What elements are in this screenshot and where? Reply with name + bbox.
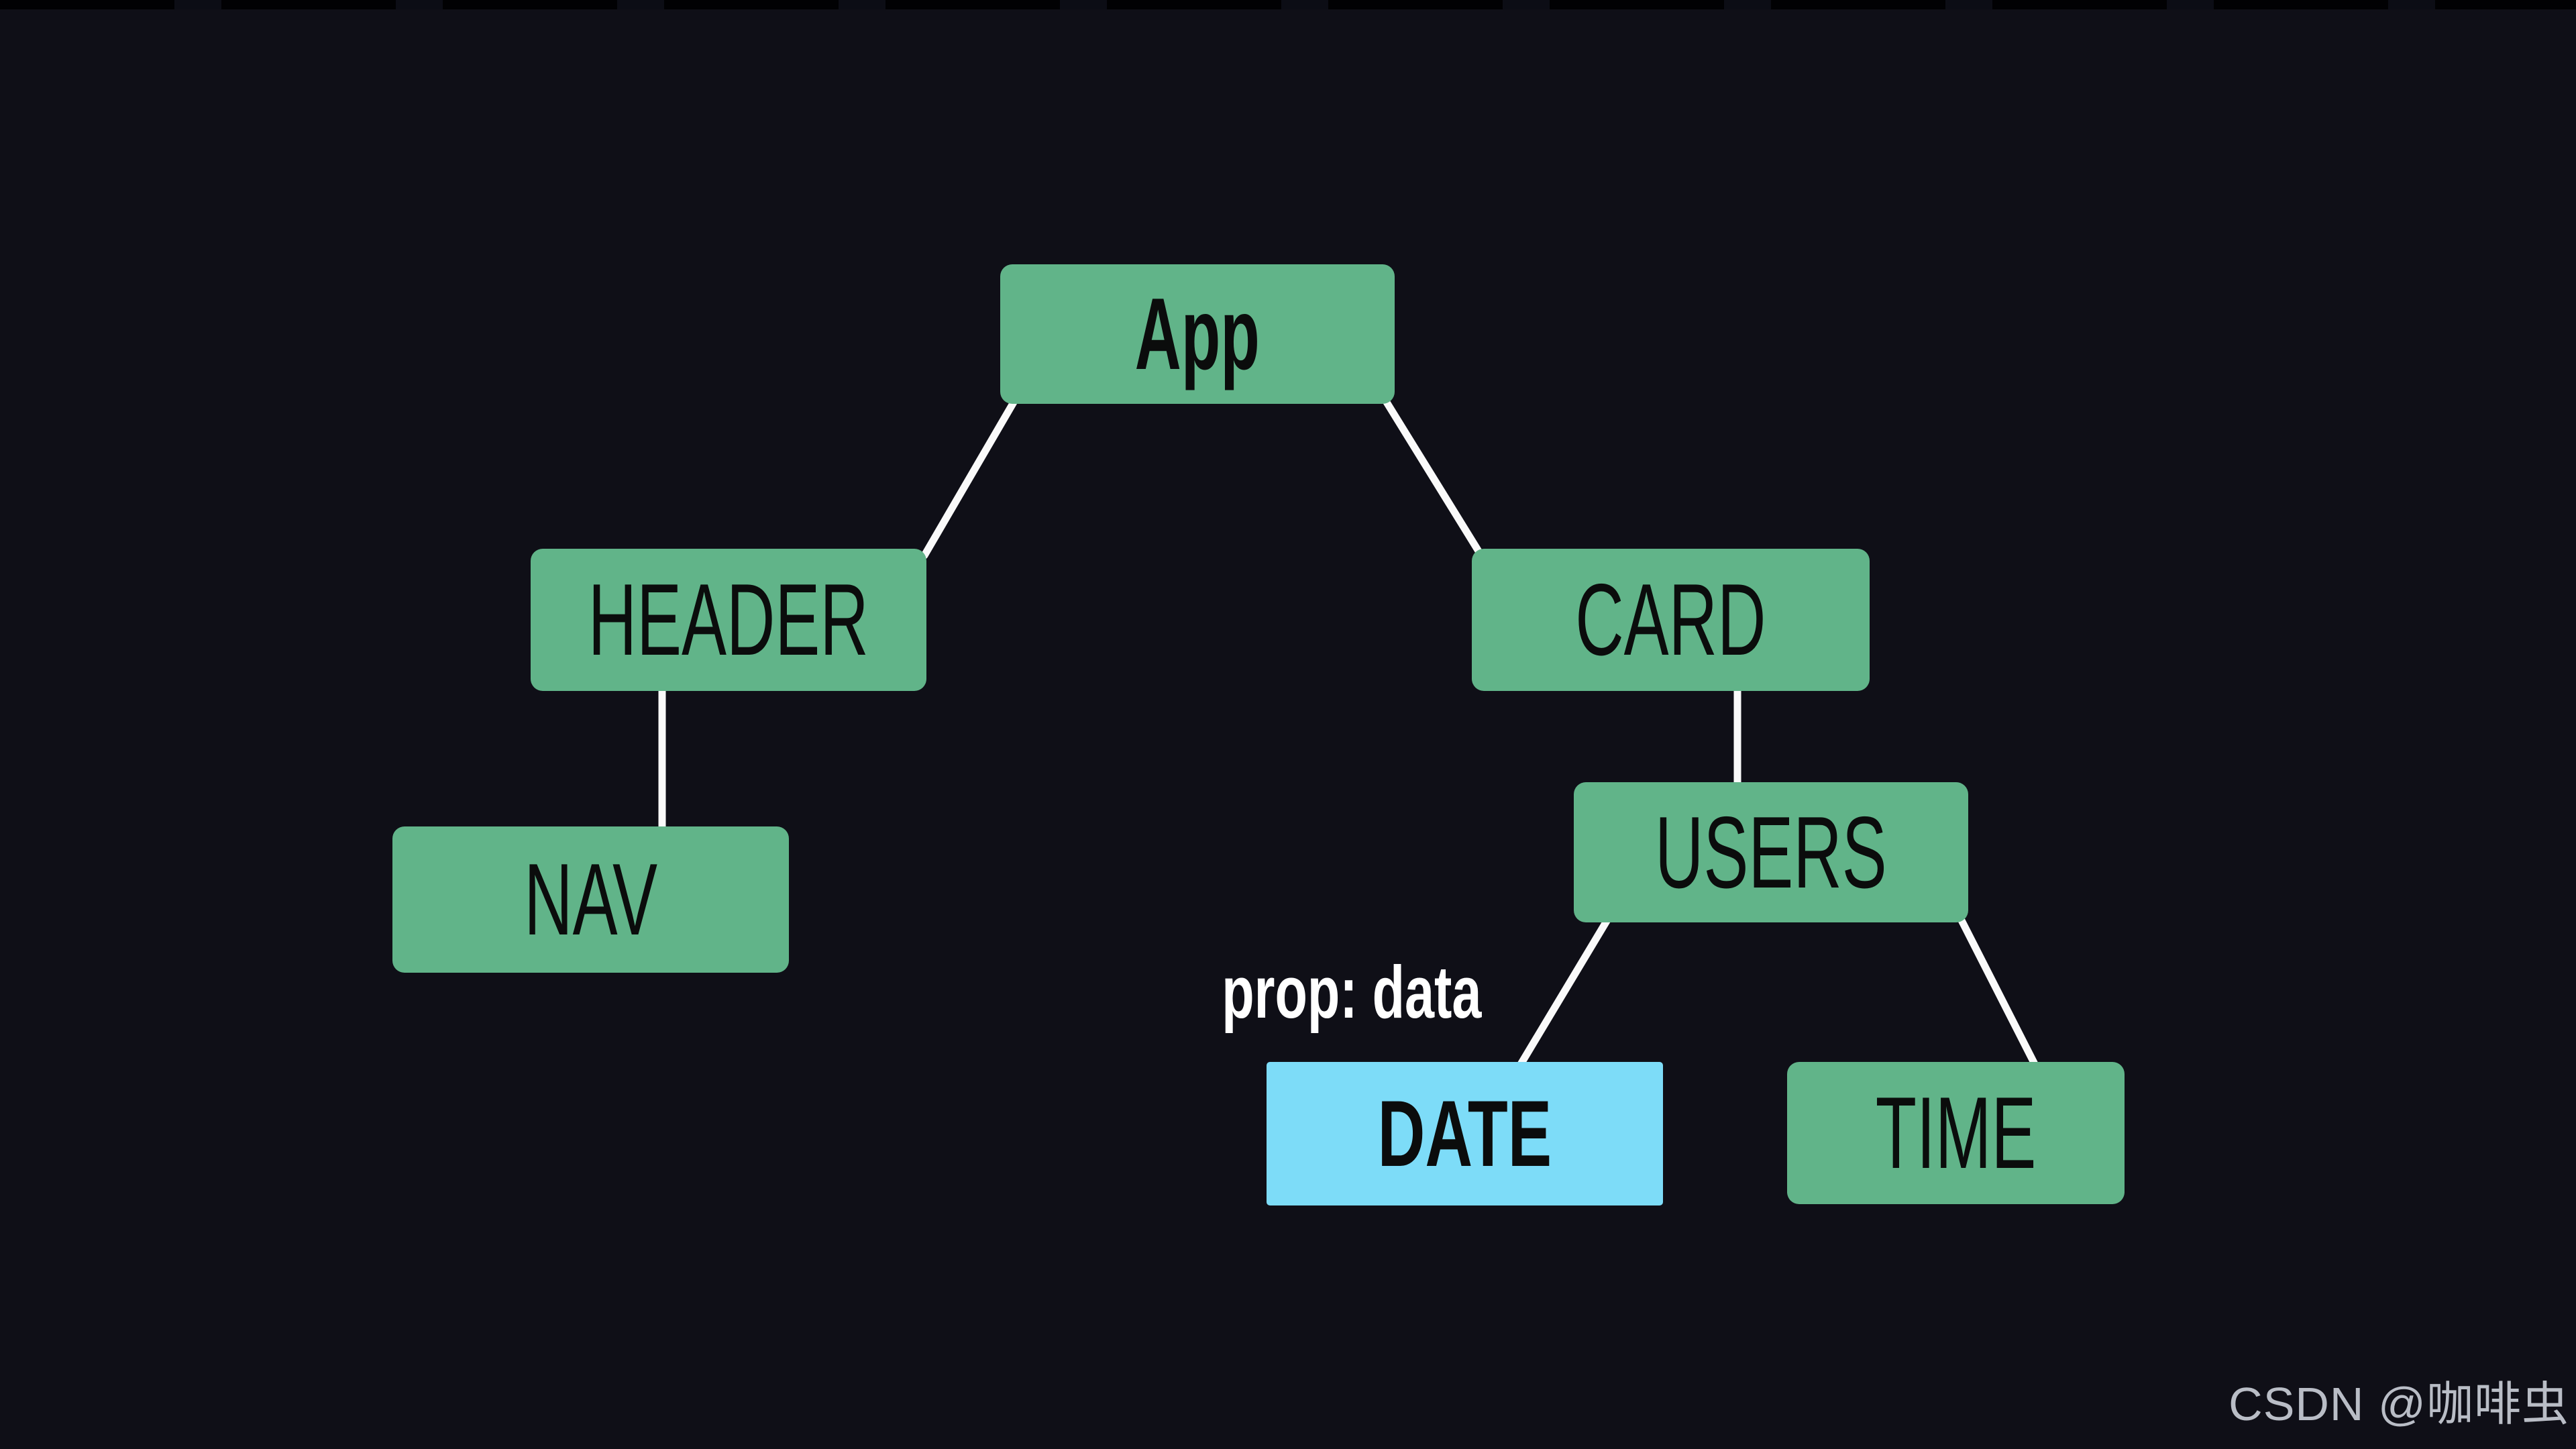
node-users: USERS — [1574, 782, 1968, 922]
node-time: TIME — [1787, 1062, 2125, 1204]
node-date-label: DATE — [1377, 1081, 1552, 1186]
edge-annotation-text: prop: data — [1222, 951, 1482, 1034]
edge-app-header — [920, 397, 1018, 559]
node-nav: NAV — [392, 826, 789, 973]
node-users-label: USERS — [1655, 795, 1887, 910]
edge-users-date — [1516, 914, 1613, 1069]
node-app-label: App — [1134, 277, 1260, 391]
node-time-label: TIME — [1875, 1076, 2037, 1190]
node-app: App — [1000, 264, 1395, 404]
watermark: CSDN @咖啡虫 — [2229, 1378, 2569, 1430]
node-header-label: HEADER — [588, 563, 869, 677]
top-edge-strip — [0, 0, 2576, 9]
node-card-label: CARD — [1575, 563, 1766, 677]
node-date: DATE — [1267, 1062, 1663, 1205]
edge-annotation-prop-data: prop: data — [1204, 955, 1499, 1030]
edge-app-card — [1382, 397, 1485, 559]
node-header: HEADER — [531, 549, 926, 691]
node-card: CARD — [1472, 549, 1870, 691]
node-nav-label: NAV — [524, 843, 657, 957]
edge-users-time — [1956, 914, 2039, 1069]
